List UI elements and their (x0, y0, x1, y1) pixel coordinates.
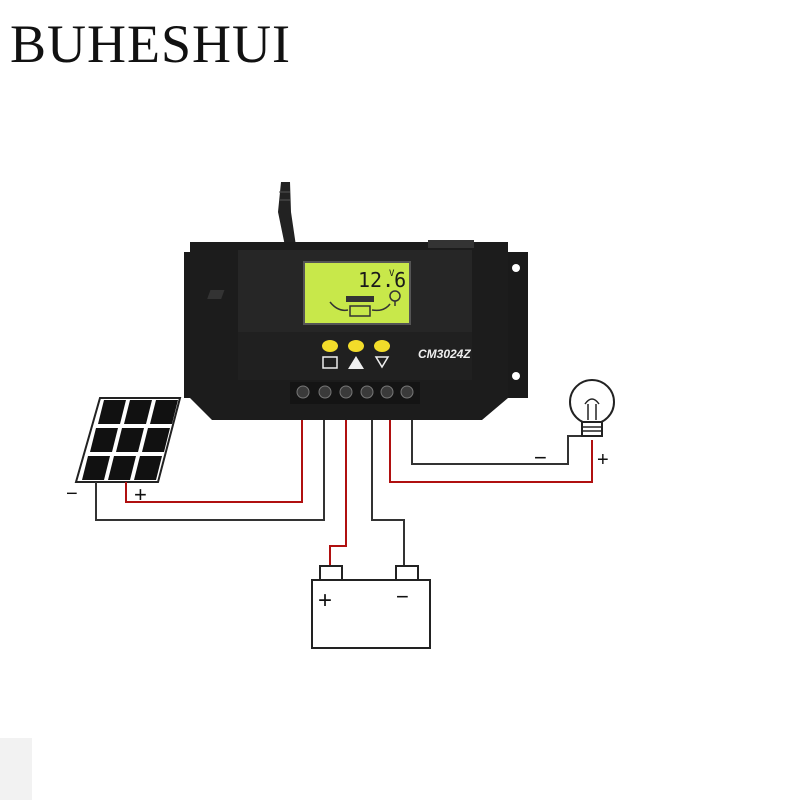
lcd-bulb-icon (389, 290, 401, 306)
wires (95, 420, 593, 566)
warning-icon (348, 356, 364, 369)
lamp-positive-wire (389, 420, 593, 483)
battery-negative-label: − (396, 584, 409, 609)
led-warning (348, 340, 364, 352)
lcd-panel-icon (207, 290, 225, 299)
panel-positive-label: + (134, 482, 147, 507)
bulb-icon (569, 379, 615, 437)
model-label: CM3024Z (418, 347, 471, 361)
charge-controller: 12.6 V CM3024Z (190, 240, 508, 420)
terminal-block (290, 382, 420, 404)
lcd-arrow-icon (329, 301, 349, 312)
lcd-battery-icon (346, 296, 374, 317)
battery-status-icon (322, 356, 338, 369)
lamp-positive-label: + (597, 449, 609, 471)
lamp-negative-label: − (534, 445, 547, 470)
status-leds (322, 340, 390, 369)
load-icon (374, 356, 390, 369)
led-charging (322, 340, 338, 352)
battery-positive-wire (329, 420, 347, 566)
controller-cable (278, 182, 296, 246)
brand-title: BUHESHUI (10, 14, 292, 74)
lcd-arrow-icon (371, 303, 391, 312)
lamp-negative-wire (411, 420, 584, 465)
battery (311, 565, 431, 649)
battery-negative-wire (371, 420, 405, 566)
lcd-voltage-value: 12.6 (358, 268, 406, 292)
panel-negative-wire (95, 420, 325, 521)
panel-positive-wire (125, 420, 303, 503)
lcd-voltage-unit: V (389, 269, 395, 279)
led-load (374, 340, 390, 352)
panel-negative-label: − (66, 483, 78, 505)
solar-panel (74, 397, 182, 483)
lcd-screen: 12.6 V (207, 261, 411, 325)
battery-positive-label: + (318, 587, 332, 614)
corner-shade (0, 738, 32, 800)
